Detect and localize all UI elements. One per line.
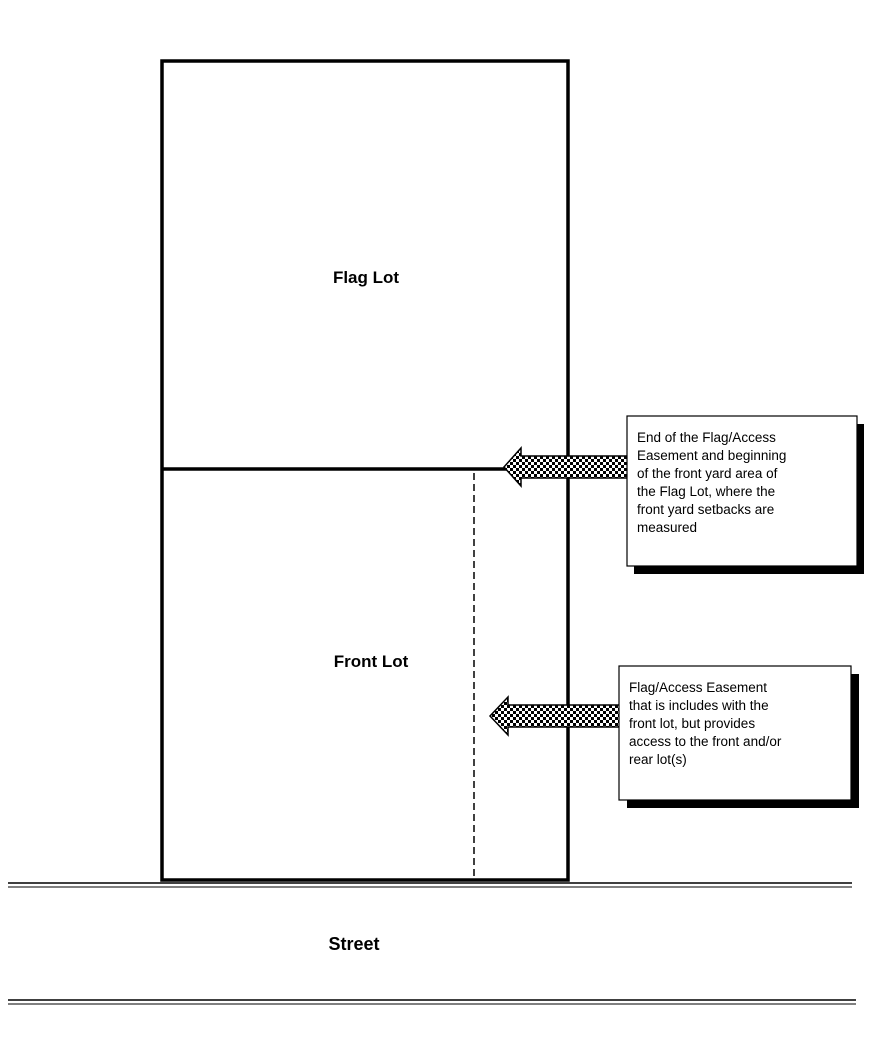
flag-end-arrow-icon [502, 446, 629, 488]
flag-end-callout-line: Easement and beginning [637, 448, 786, 463]
flag-lot-label: Flag Lot [333, 268, 399, 287]
flag-end-callout-line: End of the Flag/Access [637, 430, 776, 445]
access-easement-callout-line: Flag/Access Easement [629, 680, 767, 695]
flag-end-callout-line: the Flag Lot, where the [637, 484, 775, 499]
flag-end-callout-text: End of the Flag/Access Easement and begi… [637, 430, 790, 535]
flag-end-callout-line: front yard setbacks are [637, 502, 774, 517]
flag-end-callout-box [626, 415, 858, 567]
access-easement-callout: Flag/Access Easement that is includes wi… [618, 665, 859, 808]
access-easement-callout-line: rear lot(s) [629, 752, 687, 767]
access-easement-arrow-icon [488, 695, 621, 737]
front-lot-label: Front Lot [334, 652, 409, 671]
access-easement-callout-text: Flag/Access Easement that is includes wi… [629, 680, 785, 767]
access-easement-callout-box [618, 665, 852, 801]
access-easement-callout-line: front lot, but provides [629, 716, 755, 731]
flag-end-callout-line: measured [637, 520, 697, 535]
street-bottom-edge [8, 999, 856, 1005]
access-easement-callout-line: that is includes with the [629, 698, 769, 713]
flag-end-callout: End of the Flag/Access Easement and begi… [626, 415, 864, 574]
street-label: Street [328, 934, 379, 954]
access-easement-callout-line: access to the front and/or [629, 734, 782, 749]
street-top-edge [8, 882, 852, 888]
flag-end-callout-line: of the front yard area of [637, 466, 778, 481]
